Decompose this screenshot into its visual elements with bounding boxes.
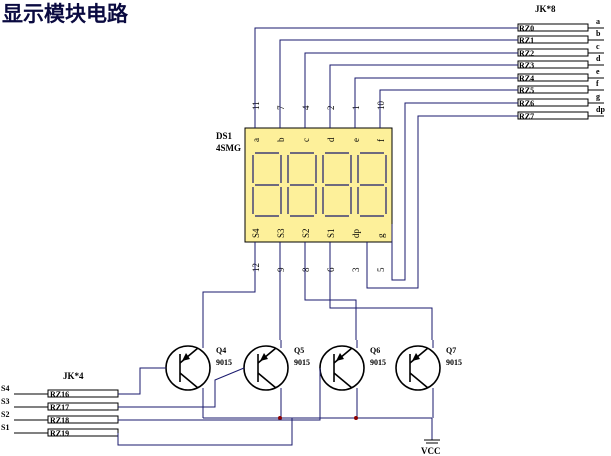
display-pin-number: 7 bbox=[276, 105, 286, 110]
display-4smg: DS1 4SMG 11 a 7 b 4 c 2 d 1 e 10 f S4 12 S3 9 S2 8 S1 6 dp 3… bbox=[216, 101, 393, 272]
seven-segment-digit bbox=[287, 152, 317, 217]
segment-wire bbox=[279, 39, 518, 128]
display-pin-name: S2 bbox=[301, 228, 311, 238]
display-pin-number: 4 bbox=[301, 105, 311, 110]
select-signal-label: S4 bbox=[1, 384, 9, 393]
display-pin-name: S1 bbox=[326, 228, 336, 238]
transistor-array: Q4 9015 Q5 9015 Q6 9015 Q7 9015 bbox=[165, 340, 462, 420]
display-pin-name: e bbox=[351, 138, 361, 142]
display-pin-number: 5 bbox=[376, 267, 386, 272]
segment-wire-dp bbox=[366, 115, 518, 289]
segment-wire-g bbox=[391, 102, 518, 281]
display-pin-number: 6 bbox=[326, 267, 336, 272]
segment-signal-label: g bbox=[596, 92, 600, 101]
select-signal-label: S1 bbox=[1, 423, 9, 432]
segment-wire bbox=[354, 77, 518, 128]
display-part: 4SMG bbox=[216, 143, 241, 153]
display-pin-number: 1 bbox=[351, 106, 361, 111]
junction-dot bbox=[278, 416, 282, 420]
display-pin-number: 2 bbox=[326, 106, 336, 111]
select-signal-label: S2 bbox=[1, 410, 9, 419]
select-connector-ref: JK*4 bbox=[63, 371, 84, 381]
pnp-transistor: Q7 9015 bbox=[395, 340, 462, 418]
display-pin-name: dp bbox=[351, 229, 361, 239]
segment-signal-label: b bbox=[596, 29, 601, 38]
segment-wire bbox=[304, 52, 518, 128]
segment-connector-ref: JK*8 bbox=[535, 4, 556, 14]
base-wires bbox=[117, 367, 321, 446]
select-net-label: RZ17 bbox=[50, 403, 69, 412]
transistor-ref: Q4 bbox=[216, 346, 226, 355]
display-pin-number: 3 bbox=[351, 267, 361, 272]
display-pin-name: d bbox=[326, 137, 336, 142]
display-ref: DS1 bbox=[216, 131, 233, 141]
select-net-label: RZ19 bbox=[50, 429, 69, 438]
segment-signal-label: c bbox=[596, 42, 600, 51]
transistor-ref: Q6 bbox=[370, 346, 380, 355]
segment-signal-label: f bbox=[596, 79, 599, 88]
segment-net-label: RZ0 bbox=[519, 24, 534, 33]
segment-net-label: RZ5 bbox=[519, 86, 534, 95]
display-pin-name: c bbox=[301, 138, 311, 142]
transistor-ref: Q5 bbox=[294, 346, 304, 355]
seven-segment-digit bbox=[357, 152, 387, 217]
display-pin-name: S4 bbox=[251, 228, 261, 238]
select-net-label: RZ18 bbox=[50, 416, 69, 425]
select-net-label: RZ16 bbox=[50, 390, 69, 399]
display-pin-number: 12 bbox=[251, 263, 261, 272]
segment-net-label: RZ6 bbox=[519, 99, 534, 108]
digit-select-wires bbox=[202, 242, 433, 340]
transistor-part: 9015 bbox=[294, 358, 310, 367]
select-connector-pin bbox=[47, 428, 119, 437]
display-pin-name: b bbox=[276, 137, 286, 142]
vcc-label: VCC bbox=[421, 446, 441, 456]
segment-signal-label: d bbox=[596, 54, 601, 63]
pnp-transistor: Q6 9015 bbox=[319, 340, 386, 418]
pnp-transistor: Q4 9015 bbox=[165, 340, 232, 418]
segment-signal-label: e bbox=[596, 67, 600, 76]
seven-segment-digit bbox=[322, 152, 352, 217]
seven-segment-digit bbox=[252, 152, 282, 217]
display-pin-name: S3 bbox=[276, 228, 286, 238]
segment-net-label: RZ4 bbox=[519, 74, 534, 83]
segment-net-label: RZ3 bbox=[519, 61, 534, 70]
segment-net-label: RZ2 bbox=[519, 49, 534, 58]
display-pin-number: 11 bbox=[251, 101, 261, 110]
junction-dot bbox=[354, 416, 358, 420]
segment-wires bbox=[254, 27, 518, 289]
segment-signal-label: dp bbox=[596, 105, 605, 114]
segment-net-label: RZ1 bbox=[519, 36, 534, 45]
display-pin-name: f bbox=[376, 139, 386, 142]
segment-wire bbox=[379, 89, 518, 128]
transistor-part: 9015 bbox=[370, 358, 386, 367]
display-pin-number: 10 bbox=[376, 101, 386, 111]
pnp-transistor: Q5 9015 bbox=[243, 340, 310, 418]
transistor-part: 9015 bbox=[216, 358, 232, 367]
segment-signal-label: a bbox=[596, 17, 600, 26]
segment-wire bbox=[254, 27, 518, 128]
display-pin-name: g bbox=[376, 233, 386, 238]
display-pin-number: 8 bbox=[301, 267, 311, 272]
segment-wire bbox=[329, 64, 518, 128]
select-signal-label: S3 bbox=[1, 397, 9, 406]
vcc-supply: VCC bbox=[421, 418, 441, 456]
transistor-part: 9015 bbox=[446, 358, 462, 367]
transistor-ref: Q7 bbox=[446, 346, 456, 355]
display-pin-name: a bbox=[251, 138, 261, 142]
display-pin-number: 9 bbox=[276, 267, 286, 272]
diagram-title: 显示模块电路 bbox=[2, 1, 129, 26]
segment-net-label: RZ7 bbox=[519, 112, 534, 121]
